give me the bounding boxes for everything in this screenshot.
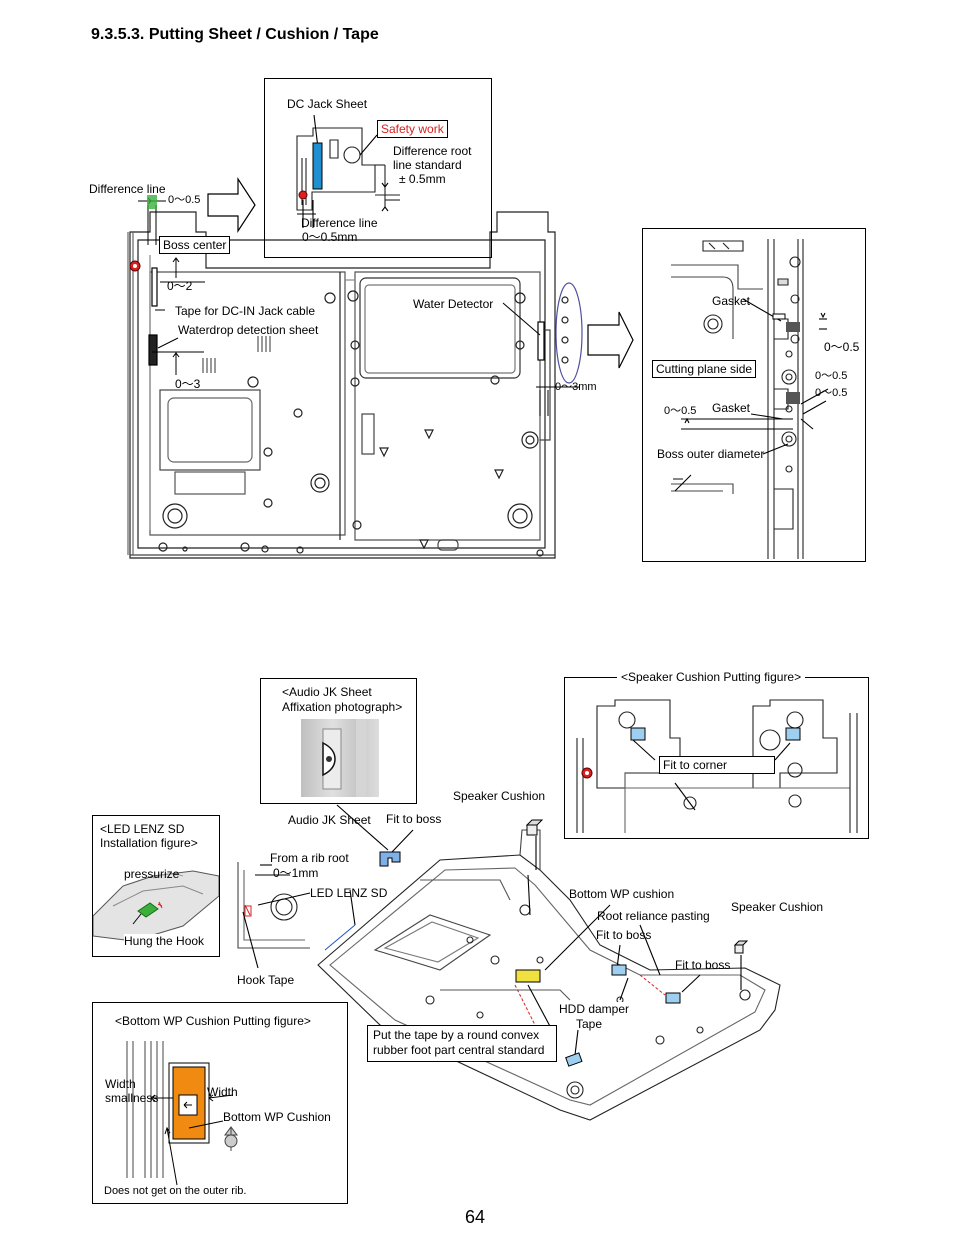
inset-tolerance-b: 0～0.5 — [815, 370, 848, 382]
outer-rib-note: Does not get on the outer rib. — [104, 1185, 247, 1197]
tape-dc-in-label: Tape for DC-IN Jack cable — [175, 304, 316, 318]
page-number: 64 — [465, 1207, 486, 1227]
bottom-wp-cushion-label-2: Bottom WP Cushion — [223, 1110, 331, 1124]
gasket-top-label: Gasket — [712, 294, 751, 308]
speaker-cushion-drawing — [576, 699, 858, 833]
inset-difference-line-label: Difference line — [301, 216, 378, 230]
bottom-wp-fig-title: <Bottom WP Cushion Putting figure> — [115, 1014, 311, 1028]
hook-tape-label: Hook Tape — [237, 973, 295, 987]
hdd-damper-label-2: Tape — [576, 1017, 603, 1031]
bottom-wp-cushion-label: Bottom WP cushion — [569, 887, 675, 901]
led-lenz-title-2: Installation figure> — [100, 836, 198, 850]
difference-line-label: Difference line — [89, 182, 166, 196]
put-tape-note-box: Put the tape by a round convex rubber fo… — [367, 1025, 557, 1062]
hdd-damper-label-1: HDD damper — [559, 1002, 630, 1016]
water-detector-label: Water Detector — [413, 297, 494, 311]
led-lenz-inset: <LED LENZ SD Installation figure> pressu… — [92, 815, 220, 957]
audio-jk-photo — [301, 719, 379, 797]
led-lenz-drawing — [93, 870, 219, 942]
audio-jk-inset: <Audio JK Sheet Affixation photograph> — [260, 678, 417, 804]
width-smallness-label-2: smallness — [105, 1091, 159, 1105]
gasket-detail-inset: Gasket 0～0.5 Cutting plane side 0～0.5 0～… — [642, 228, 866, 562]
tolerance-3-label: 0～3 — [175, 377, 201, 391]
dc-jack-sheet-label: DC Jack Sheet — [287, 97, 368, 111]
width-label: Width — [207, 1085, 238, 1099]
page-title: 9.3.5.3. Putting Sheet / Cushion / Tape — [91, 26, 379, 43]
inset-tolerance-c: 0～0.5 — [815, 387, 848, 399]
led-lenz-title-1: <LED LENZ SD — [100, 822, 185, 836]
audio-jk-sheet-label: Audio JK Sheet — [288, 813, 371, 827]
led-lenz-sd-label: LED LENZ SD — [310, 886, 388, 900]
from-rib-root-label: From a rib root — [270, 851, 349, 865]
diff-root-tolerance: ± 0.5mm — [399, 172, 446, 186]
put-tape-note-2: rubber foot part central standard — [373, 1043, 545, 1057]
waterdrop-sheet-label: Waterdrop detection sheet — [178, 323, 319, 337]
diff-root-label-1: Difference root — [393, 144, 472, 158]
tolerance-2-label: 0～2 — [167, 279, 193, 293]
boss-outer-diameter-label: Boss outer diameter — [657, 447, 765, 461]
gasket-detail-drawing — [671, 239, 829, 559]
bottom-wp-cushion-inset: <Bottom WP Cushion Putting figure> Width… — [92, 1002, 348, 1204]
audio-jk-title-1: <Audio JK Sheet — [282, 685, 372, 699]
safety-work-label: Safety work — [377, 120, 448, 138]
speaker-cushion-label-1: Speaker Cushion — [453, 789, 546, 803]
dc-jack-inset-frame — [264, 78, 492, 258]
audio-jk-title-2: Affixation photograph> — [282, 700, 403, 714]
fit-to-corner-label: Fit to corner — [659, 756, 775, 774]
tolerance-05-label: 0～0.5 — [168, 194, 201, 206]
speaker-cushion-fig-title: <Speaker Cushion Putting figure> — [617, 670, 806, 684]
speaker-cushion-inset: <Speaker Cushion Putting figure> Fit to … — [564, 670, 869, 839]
diff-root-label-2: line standard — [393, 158, 462, 172]
tolerance-1mm-label: 0～1mm — [273, 866, 319, 880]
hung-hook-label: Hung the Hook — [124, 934, 205, 948]
put-tape-note-1: Put the tape by a round convex — [373, 1028, 540, 1042]
fit-to-boss-label-3: Fit to boss — [675, 958, 731, 972]
boss-center-label: Boss center — [159, 236, 231, 254]
gasket-bottom-label: Gasket — [712, 401, 751, 415]
fit-to-boss-label-2: Fit to boss — [596, 928, 652, 942]
bottom-wp-cushion-drawing — [126, 1041, 238, 1186]
inset-tolerance-d: 0～0.5 — [664, 405, 697, 417]
inset-tolerance-a: 0～0.5 — [824, 340, 860, 354]
tolerance-3mm-label: 0～3mm — [555, 381, 597, 393]
width-smallness-label-1: Width — [105, 1077, 136, 1091]
fit-to-boss-label-1: Fit to boss — [386, 812, 442, 826]
speaker-cushion-label-2: Speaker Cushion — [731, 900, 824, 914]
pressurize-label: pressurize — [124, 867, 180, 881]
cutting-plane-side-label: Cutting plane side — [652, 360, 757, 378]
inset-tolerance: 0～0.5mm — [302, 230, 358, 244]
root-reliance-label: Root reliance pasting — [597, 909, 710, 923]
